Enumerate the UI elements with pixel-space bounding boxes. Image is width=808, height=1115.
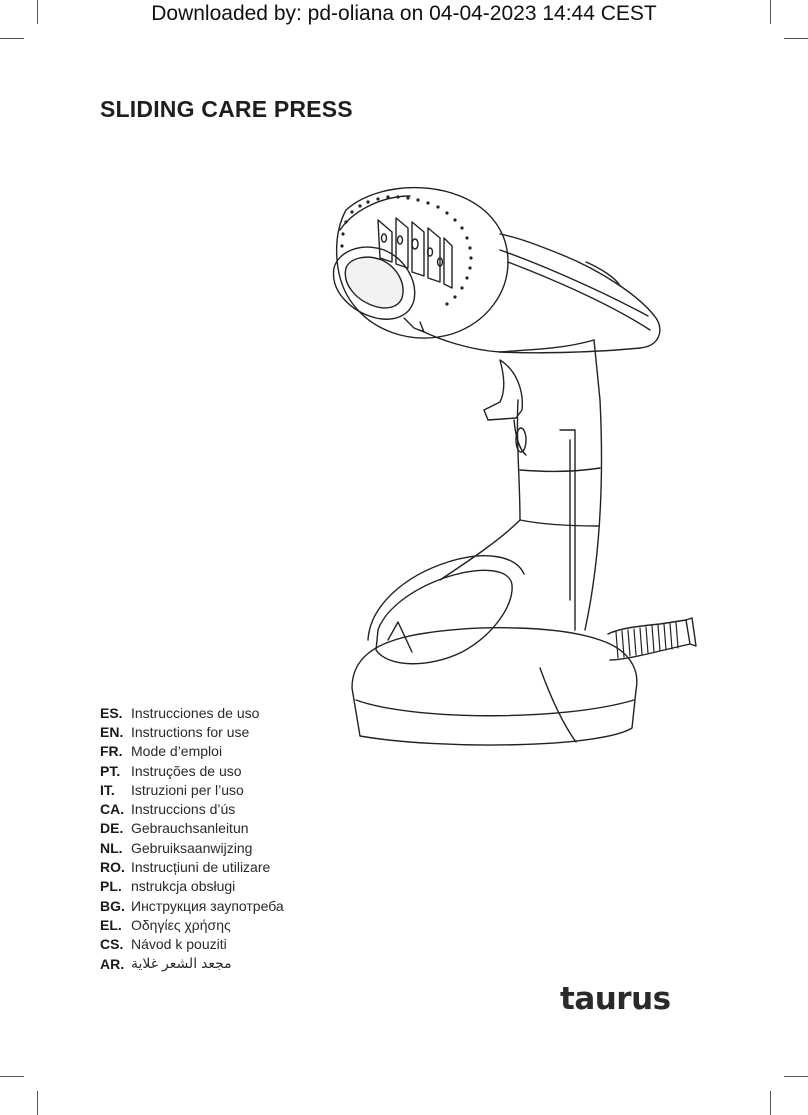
language-list: ES. Instrucciones de uso EN. Instruction… (100, 703, 284, 973)
language-item-ro: RO. Instrucțiuni de utilizare (100, 857, 284, 876)
language-code: NL. (100, 839, 123, 856)
language-label: nstrukcja obsługi (131, 878, 236, 895)
crop-mark-bottom-left-h (0, 1076, 24, 1077)
language-item-fr: FR. Mode d’emploi (100, 742, 284, 761)
garment-steamer-illustration (332, 186, 697, 746)
page-title: SLIDING CARE PRESS (100, 96, 353, 122)
download-banner: Downloaded by: pd-oliana on 04-04-2023 1… (151, 2, 657, 25)
language-label: Οδηγίες χρήσης (131, 916, 231, 933)
language-item-nl: NL. Gebruiksaanwijzing (100, 838, 284, 857)
language-code: RO. (100, 859, 125, 876)
crop-mark-top-left-v (37, 0, 38, 24)
taurus-logo: taurus (560, 981, 671, 1017)
language-item-pt: PT. Instruções de uso (100, 761, 284, 780)
language-item-de: DE. Gebrauchsanleitun (100, 819, 284, 838)
language-code: PL. (100, 878, 122, 895)
language-item-cs: CS. Návod k pouziti (100, 935, 284, 954)
crop-mark-bottom-right-v (770, 1091, 771, 1115)
language-label: Návod k pouziti (131, 936, 227, 953)
language-label: Gebruiksaanwijzing (131, 839, 253, 856)
language-label: Istruzioni per l’uso (131, 781, 244, 798)
language-label: Instrucțiuni de utilizare (131, 859, 271, 876)
crop-mark-bottom-left-v (37, 1091, 38, 1115)
language-code: EN. (100, 723, 124, 740)
language-code: DE. (100, 820, 124, 837)
language-item-en: EN. Instructions for use (100, 722, 284, 741)
crop-mark-bottom-right-h (784, 1076, 808, 1077)
language-code: PT. (100, 762, 121, 779)
language-label: Instruções de uso (131, 762, 242, 779)
language-code: BG. (100, 897, 125, 914)
language-code: IT. (100, 781, 115, 798)
language-label: Instrucciones de uso (131, 704, 260, 721)
language-label: Инструкция заупотреба (131, 897, 284, 914)
crop-mark-top-right-v (770, 0, 771, 24)
language-code: EL. (100, 916, 122, 933)
language-label: Instructions for use (131, 723, 250, 740)
language-code: CS. (100, 936, 124, 953)
language-item-es: ES. Instrucciones de uso (100, 703, 284, 722)
language-item-ar: AR. مجعد الشعر غلاية (100, 954, 284, 973)
language-item-ca: CA. Instruccions d’ús (100, 799, 284, 818)
language-item-el: EL. Οδηγίες χρήσης (100, 915, 284, 934)
language-code: FR. (100, 743, 123, 760)
crop-mark-top-left-h (0, 38, 24, 39)
language-label: Gebrauchsanleitun (131, 820, 249, 837)
language-code: ES. (100, 704, 123, 721)
language-item-bg: BG. Инструкция заупотреба (100, 896, 284, 915)
language-label: Mode d’emploi (131, 743, 223, 760)
language-label: Instruccions d’ús (131, 801, 236, 818)
language-code: AR. (100, 955, 125, 972)
crop-mark-top-right-h (784, 38, 808, 39)
language-code: CA. (100, 801, 125, 818)
language-item-pl: PL. nstrukcja obsługi (100, 877, 284, 896)
language-item-it: IT. Istruzioni per l’uso (100, 780, 284, 799)
language-label: مجعد الشعر غلاية (131, 955, 232, 971)
